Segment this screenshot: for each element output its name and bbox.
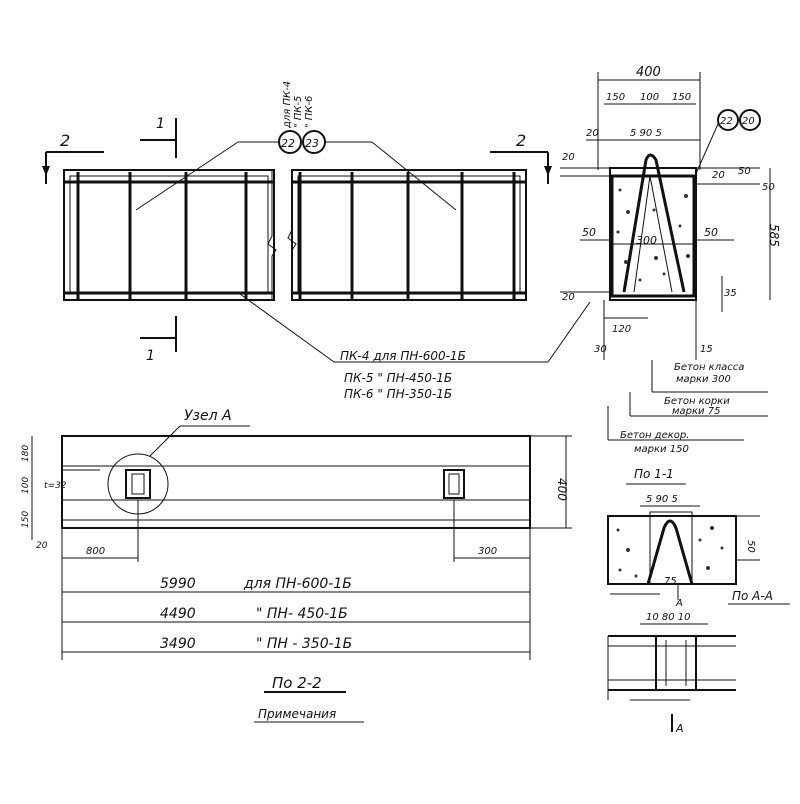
- dim-total-400: 400: [636, 65, 661, 80]
- length-5990-note: для ПН-600-1Б: [243, 576, 352, 592]
- detail-1-1-dim-bottom: 75: [664, 576, 677, 587]
- side-elevation-view: Узел А 180 100 150 20 t=32 400 800 300 5…: [21, 408, 572, 723]
- dim-100: 100: [640, 92, 659, 103]
- vertical-note-1: для ПК-4: [282, 81, 293, 129]
- section-mark-right: 2: [516, 131, 526, 150]
- dim-300-center: 300: [636, 234, 657, 247]
- concrete-aggregate: [616, 188, 690, 282]
- caption-view-2-2: По 2-2: [272, 674, 322, 692]
- leader-note-1: ПК-4 для ПН-600-1Б: [340, 349, 466, 363]
- dim-585: 585: [767, 224, 781, 247]
- section-mark-left: 2: [60, 131, 70, 150]
- dim-300: 300: [478, 546, 497, 557]
- dim-100-side: 100: [21, 477, 31, 494]
- node-a-label: Узел А: [184, 408, 232, 424]
- leader-note-3: ПК-6 " ПН-350-1Б: [344, 387, 452, 401]
- note-decor-concrete: Бетон декор.: [620, 430, 689, 441]
- length-5990: 5990: [160, 576, 196, 592]
- dim-20-side: 20: [36, 541, 48, 551]
- note-decor-concrete-grade: марки 150: [634, 444, 689, 455]
- dim-20-top: 20: [586, 128, 599, 139]
- detail-a-a-dim-top: 10 80 10: [646, 612, 691, 623]
- leader-note-2: ПК-5 " ПН-450-1Б: [344, 371, 452, 385]
- dim-30: 30: [594, 344, 607, 355]
- length-4490-note: " ПН- 450-1Б: [256, 606, 348, 622]
- dim-15: 15: [700, 344, 713, 355]
- dim-150-right: 150: [672, 92, 691, 103]
- ref-circle-20-label: 20: [742, 116, 755, 127]
- beam-outline: [61, 435, 531, 529]
- detail-a-a: По А-А 10 80 10 А: [607, 589, 790, 735]
- ref-circle-22b: [717, 109, 739, 131]
- detail-a-a-mark: А: [675, 722, 684, 735]
- cross-section-view: 400 150 100 150 20 5 90 5 22 20 20 5: [560, 65, 781, 455]
- dim-50-right-b: 50: [762, 182, 775, 193]
- dim-t32: t=32: [44, 481, 67, 491]
- plan-left-frame: [63, 169, 275, 301]
- note-crust-concrete-grade: марки 75: [672, 406, 720, 417]
- dim-800: 800: [86, 546, 105, 557]
- section-cage: [610, 174, 696, 298]
- note-crust-concrete: Бетон корки: [664, 396, 730, 407]
- dim-20-left: 20: [562, 152, 575, 163]
- note-concrete-class: Бетон класса: [674, 362, 744, 373]
- detail-1-1-mark: А: [675, 598, 683, 609]
- ref-circle-22-label: 22: [281, 137, 295, 150]
- length-3490-note: " ПН - 350-1Б: [256, 636, 352, 652]
- detail-1-1: По 1-1 5 90 5 50 75 А: [607, 467, 760, 609]
- section-outline: [609, 167, 697, 301]
- dim-35: 35: [724, 288, 737, 299]
- dim-50-right-a: 50: [738, 166, 751, 177]
- note-concrete-class-grade: марки 300: [676, 374, 731, 385]
- vertical-note-3: " ПК-6: [304, 96, 315, 128]
- detail-a-a-title: По А-А: [732, 589, 773, 603]
- dim-20-right: 20: [712, 170, 725, 181]
- dim-20-bottom-left: 20: [562, 292, 575, 303]
- detail-a-a-opening: [655, 635, 697, 691]
- detail-1-1-title: По 1-1: [634, 467, 674, 481]
- dim-50-left: 50: [582, 226, 596, 239]
- dim-400-height: 400: [555, 478, 569, 501]
- dim-120: 120: [612, 324, 631, 335]
- length-4490: 4490: [160, 606, 196, 622]
- length-3490: 3490: [160, 636, 196, 652]
- ref-circle-22b-label: 22: [720, 116, 733, 127]
- ref-circle-20: [739, 109, 761, 131]
- detail-1-1-dim-right: 50: [745, 540, 756, 553]
- ref-circle-23-label: 23: [305, 137, 319, 150]
- top-plan-view: 2 2 1 1 22 23 для ПК-4 " ПК-5 " ПК-6 ПК-…: [42, 81, 591, 401]
- dim-150-left: 150: [606, 92, 625, 103]
- dim-50-right: 50: [704, 226, 718, 239]
- vertical-note-2: " ПК-5: [293, 96, 304, 128]
- node-a-opening: [125, 469, 151, 499]
- dim-5-90-5: 5 90 5: [630, 128, 662, 139]
- dim-180: 180: [21, 445, 31, 462]
- notes-heading: Примечания: [258, 707, 336, 721]
- end-opening: [443, 469, 465, 499]
- plan-left-inner: [69, 175, 269, 295]
- dim-150-side: 150: [21, 511, 31, 528]
- detail-1-1-dim-top: 5 90 5: [646, 494, 678, 505]
- cut-mark-bottom: 1: [146, 348, 155, 364]
- cut-mark-top: 1: [156, 116, 165, 132]
